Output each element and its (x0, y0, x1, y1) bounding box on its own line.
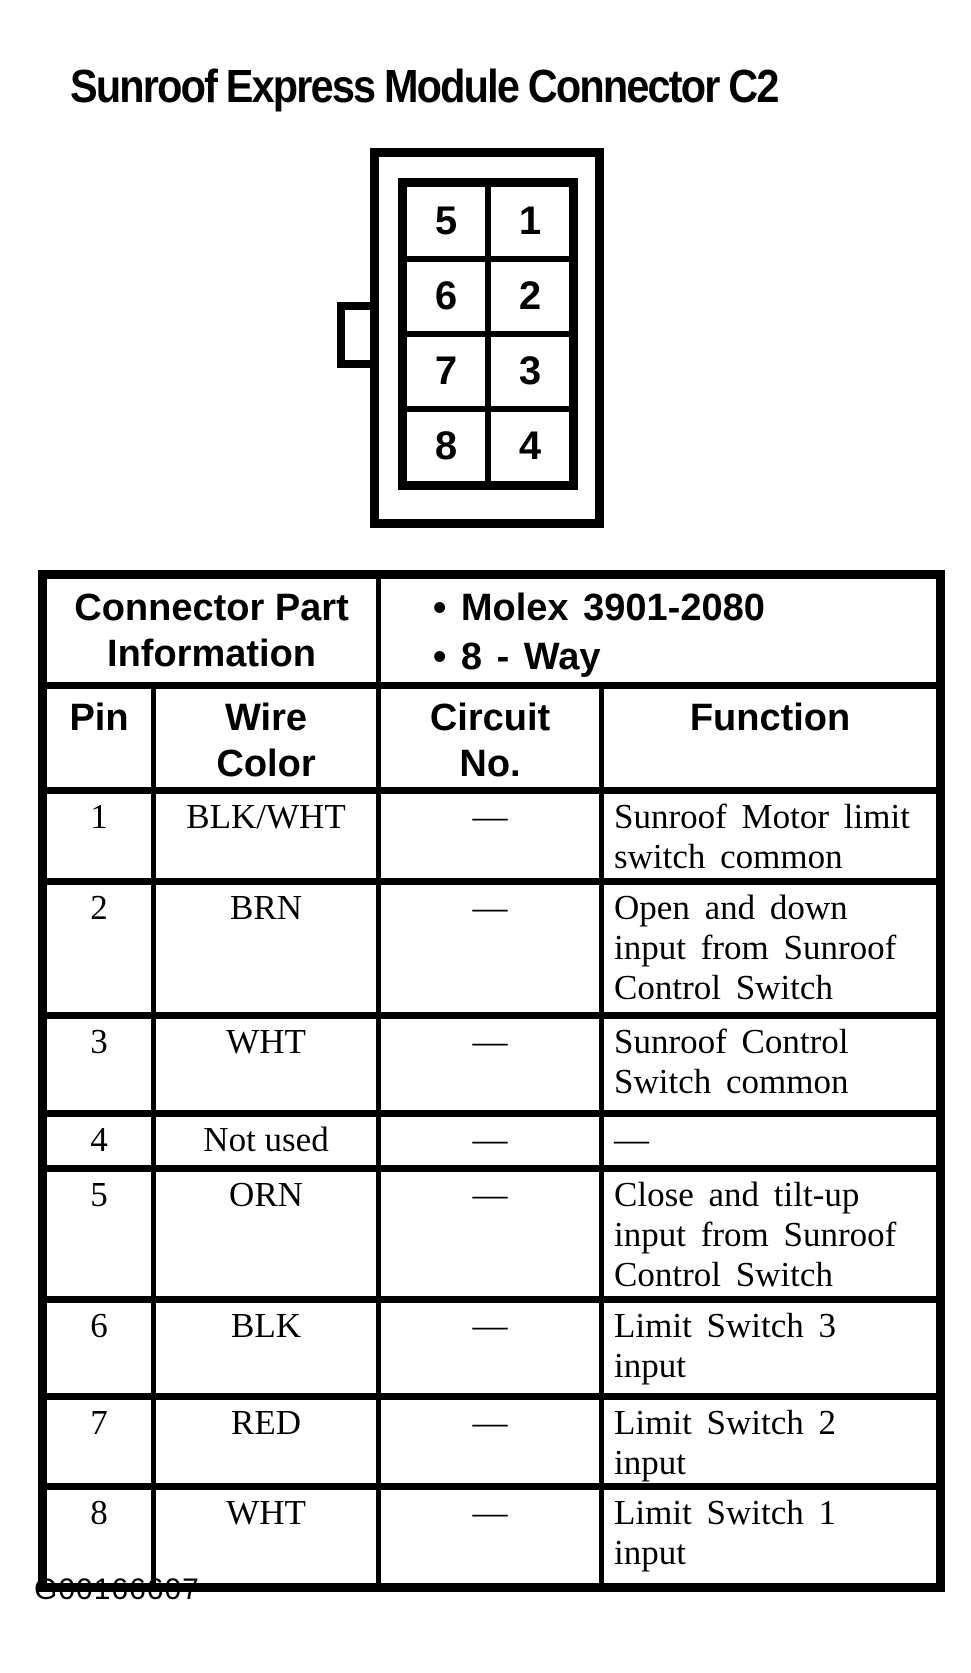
circuit-no-cell: — (376, 1483, 605, 1591)
wire-color-cell: WHT (150, 1012, 382, 1117)
part-info-row: Connector Part Information • Molex 3901-… (39, 571, 944, 689)
function-cell: Open and down input from Sunroof Control… (599, 878, 944, 1019)
wire-color-cell: BLK/WHT (150, 787, 382, 885)
wire-color-cell: Not used (150, 1110, 382, 1172)
circuit-no-cell: — (376, 1110, 605, 1172)
connector-cavity-grid: 5 1 6 2 7 3 8 4 (398, 178, 578, 490)
page-title: Sunroof Express Module Connector C2 (70, 60, 779, 112)
circuit-no-cell: — (376, 1165, 605, 1303)
pin-cell: 8 (40, 1483, 156, 1591)
connector-cavity-3: 3 (488, 334, 572, 409)
function-cell: Sunroof Control Switch common (599, 1012, 944, 1117)
wire-color-cell: BLK (150, 1296, 382, 1400)
table-row-pin-1: 1 BLK/WHT — Sunroof Motor limit switch c… (40, 787, 944, 885)
col-header-function: Function (599, 682, 944, 794)
wire-color-cell: RED (150, 1393, 382, 1490)
wire-color-cell: BRN (150, 878, 382, 1019)
connector-cavity-5: 5 (404, 184, 488, 259)
pin-cell: 1 (40, 787, 156, 885)
table-row-pin-5: 5 ORN — Close and tilt-up input from Sun… (40, 1165, 944, 1303)
circuit-no-cell: — (376, 1296, 605, 1400)
connector-cavity-1: 1 (488, 184, 572, 259)
connector-cavity-8: 8 (404, 409, 488, 484)
table-row-pin-8: 8 WHT — Limit Switch 1 input (40, 1483, 944, 1591)
connector-cavity-7: 7 (404, 334, 488, 409)
wire-color-cell: WHT (150, 1483, 382, 1591)
col-header-circuit-no: Circuit No. (376, 682, 605, 794)
col-header-pin: Pin (40, 682, 156, 794)
circuit-no-cell: — (376, 1012, 605, 1117)
pin-cell: 7 (40, 1393, 156, 1490)
circuit-no-cell: — (376, 787, 605, 885)
part-info-values: • Molex 3901-2080 • 8 - Way (376, 571, 944, 689)
function-cell: Close and tilt-up input from Sunroof Con… (599, 1165, 944, 1303)
col-header-wire-color: Wire Color (150, 682, 382, 794)
function-cell: Limit Switch 3 input (599, 1296, 944, 1400)
pin-cell: 6 (40, 1296, 156, 1400)
pin-cell: 2 (40, 878, 156, 1019)
function-cell: Sunroof Motor limit switch common (599, 787, 944, 885)
circuit-no-cell: — (376, 1393, 605, 1490)
column-header-row: Pin Wire Color Circuit No. Function (40, 682, 944, 794)
table-row-pin-3: 3 WHT — Sunroof Control Switch common (40, 1012, 944, 1117)
connector-cavity-4: 4 (488, 409, 572, 484)
pin-cell: 4 (40, 1110, 156, 1172)
table-row-pin-7: 7 RED — Limit Switch 2 input (40, 1393, 944, 1490)
connector-cavity-6: 6 (404, 259, 488, 334)
table-row-pin-2: 2 BRN — Open and down input from Sunroof… (40, 878, 944, 1019)
table-row-pin-4: 4 Not used — — (40, 1110, 944, 1172)
function-cell: — (599, 1110, 944, 1172)
circuit-no-cell: — (376, 878, 605, 1019)
table-row-pin-6: 6 BLK — Limit Switch 3 input (40, 1296, 944, 1400)
function-cell: Limit Switch 2 input (599, 1393, 944, 1490)
pin-cell: 3 (40, 1012, 156, 1117)
wire-color-cell: ORN (150, 1165, 382, 1303)
pin-cell: 5 (40, 1165, 156, 1303)
part-info-label: Connector Part Information (39, 571, 382, 689)
pinout-table: Connector Part Information • Molex 3901-… (38, 570, 946, 1592)
connector-cavity-2: 2 (488, 259, 572, 334)
function-cell: Limit Switch 1 input (599, 1483, 944, 1591)
